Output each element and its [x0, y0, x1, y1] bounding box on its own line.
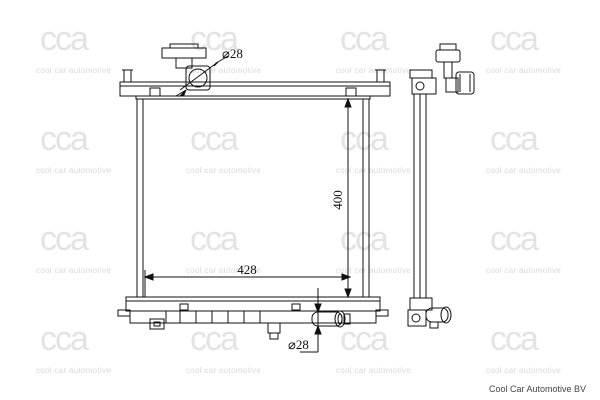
- filler-neck: [161, 43, 229, 97]
- watermark-logo: cca: [490, 120, 539, 158]
- watermark-logo: cca: [190, 320, 239, 358]
- top-tank: [119, 69, 391, 100]
- watermark-text: cool car automotive: [36, 266, 112, 275]
- side-view: [407, 43, 475, 329]
- outlet-diameter-label: ⌀28: [288, 337, 309, 352]
- width-dimension-label: 428: [237, 262, 257, 277]
- watermark-logo: cca: [490, 320, 539, 358]
- brand-caption: Cool Car Automotive BV: [488, 384, 586, 394]
- watermark-text: cool car automotive: [186, 266, 262, 275]
- watermark-text: cool car automotive: [36, 66, 112, 75]
- watermark-logo: cca: [40, 120, 89, 158]
- watermark-logo: cca: [190, 20, 239, 58]
- watermark-text: cool car automotive: [186, 66, 262, 75]
- watermark-text: cool car automotive: [186, 366, 262, 375]
- watermark-text: cool car automotive: [486, 366, 562, 375]
- outlet-diameter-leader: [300, 288, 322, 353]
- width-dimension: [143, 270, 352, 297]
- outlet-pipe: [311, 310, 351, 328]
- watermark-logo: cca: [190, 120, 239, 158]
- watermark-text: cool car automotive: [336, 366, 412, 375]
- watermark-text: cool car automotive: [36, 166, 112, 175]
- watermark-text: cool car automotive: [486, 266, 562, 275]
- front-view: ⌀28: [117, 43, 391, 353]
- watermark-text: cool car automotive: [336, 66, 412, 75]
- watermark-logo: cca: [40, 320, 89, 358]
- height-dimension-label: 400: [330, 190, 345, 210]
- watermark-logo: cca: [40, 20, 89, 58]
- watermark-logo: cca: [40, 220, 89, 258]
- watermark-text: cool car automotive: [336, 266, 412, 275]
- watermark-logo: cca: [490, 20, 539, 58]
- height-dimension: [340, 97, 356, 299]
- watermark-logo: cca: [340, 320, 389, 358]
- watermark-text: cool car automotive: [486, 66, 562, 75]
- watermark-logo: cca: [190, 220, 239, 258]
- watermark-logo: cca: [490, 220, 539, 258]
- watermark-text: cool car automotive: [486, 166, 562, 175]
- watermark-logo: cca: [340, 20, 389, 58]
- bottom-tank: [117, 296, 389, 340]
- watermark-text: cool car automotive: [36, 366, 112, 375]
- inlet-diameter-label: ⌀28: [222, 46, 243, 61]
- watermark-text: cool car automotive: [336, 166, 412, 175]
- watermark-text: cool car automotive: [186, 166, 262, 175]
